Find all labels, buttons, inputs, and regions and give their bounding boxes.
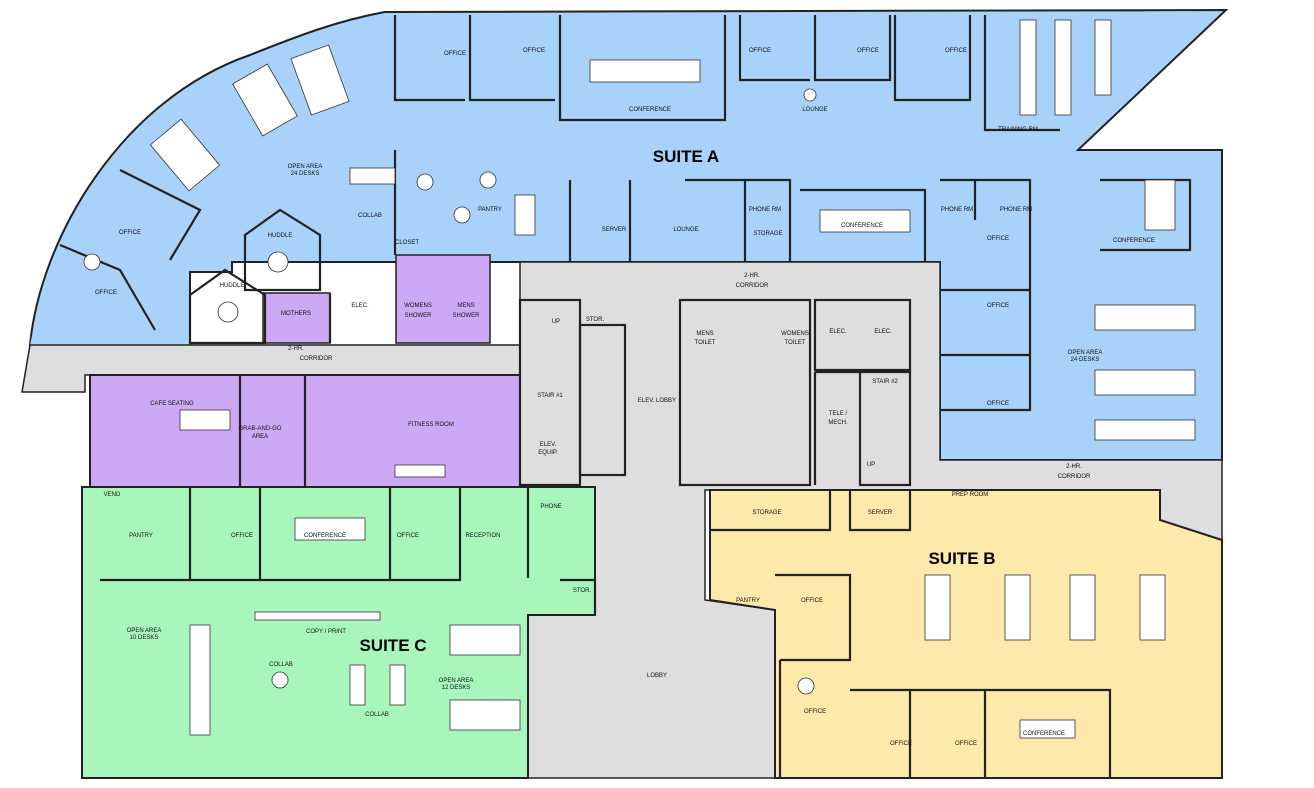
conference-label: CONFERENCE xyxy=(304,533,346,539)
elec-label: ELEC. xyxy=(829,329,847,335)
pantry-label: PANTRY xyxy=(736,598,760,604)
mens-shower-label: SHOWER xyxy=(453,313,481,319)
office-label: OFFICE xyxy=(890,741,912,747)
office-label: OFFICE xyxy=(987,401,1009,407)
elec-label: ELEC. xyxy=(874,329,892,335)
office-label: OFFICE xyxy=(231,533,253,539)
office-label: OFFICE xyxy=(444,51,466,57)
elev-lobby-label: ELEV. LOBBY xyxy=(638,398,676,404)
open-area-desks-label: 12 DESKS xyxy=(442,685,471,691)
storage-label: STORAGE xyxy=(752,510,781,516)
stair-2-label: STAIR #2 xyxy=(872,379,898,385)
closet-label: CLOSET xyxy=(395,240,419,246)
stor-label: STOR. xyxy=(573,588,592,594)
stor-label: STOR. xyxy=(586,317,605,323)
vend-label: VEND xyxy=(104,492,121,498)
mens-shower-label: MENS xyxy=(457,303,474,309)
reception-label: RECEPTION xyxy=(465,533,500,539)
lounge-label: LOUNGE xyxy=(673,227,698,233)
room-labels: OFFICE OFFICE CONFERENCE OFFICE OFFICE O… xyxy=(95,48,1155,747)
office-label: OFFICE xyxy=(804,709,826,715)
lounge-label: LOUNGE xyxy=(802,107,827,113)
suite-b-area[interactable] xyxy=(709,489,1223,779)
office-label: OFFICE xyxy=(945,48,967,54)
collab-label: COLLAB xyxy=(269,662,293,668)
phone-label: PHONE xyxy=(540,504,561,510)
mens-toilet-label: MENS xyxy=(696,331,713,337)
elev-equip-label: EQUIP. xyxy=(538,450,558,456)
grab-and-go-label: AREA xyxy=(252,434,268,440)
cafe-seating-label: CAFE SEATING xyxy=(150,401,194,407)
huddle-label: HUDDLE xyxy=(220,283,245,289)
fitness-room-label: FITNESS ROOM xyxy=(408,422,454,428)
womens-shower-label: WOMENS xyxy=(404,303,432,309)
suite-c-label: SUITE C xyxy=(359,636,426,655)
up-label: UP xyxy=(552,319,560,325)
womens-toilet-label: WOMENS xyxy=(781,331,809,337)
suite-a-area[interactable] xyxy=(28,8,1229,461)
training-room-label: TRAINING RM xyxy=(998,127,1038,133)
conference-label: CONFERENCE xyxy=(841,223,883,229)
open-area-label: OPEN AREA xyxy=(288,164,323,170)
office-label: OFFICE xyxy=(955,741,977,747)
grab-and-go-label: GRAB-AND-GO xyxy=(238,426,281,432)
corridor-label: CORRIDOR xyxy=(1058,474,1091,480)
conference-label: CONFERENCE xyxy=(1113,238,1155,244)
suite-a-label: SUITE A xyxy=(653,147,719,166)
office-label: OFFICE xyxy=(857,48,879,54)
furniture xyxy=(83,19,1196,739)
huddle-label: HUDDLE xyxy=(268,233,293,239)
mothers-label: MOTHERS xyxy=(281,311,311,317)
womens-shower-label: SHOWER xyxy=(405,313,433,319)
office-label: OFFICE xyxy=(397,533,419,539)
storage-label: STORAGE xyxy=(753,231,782,237)
office-label: OFFICE xyxy=(95,290,117,296)
collab-label: COLLAB xyxy=(358,213,382,219)
stair-1-label: STAIR #1 xyxy=(537,393,563,399)
tele-mech-label: TELE / xyxy=(829,411,848,417)
pantry-label: PANTRY xyxy=(478,207,502,213)
conference-label: CONFERENCE xyxy=(1023,731,1065,737)
copy-print-label: COPY / PRINT xyxy=(306,629,346,635)
elec-label: ELEC. xyxy=(351,303,369,309)
open-area-desks-label: 24 DESKS xyxy=(291,171,320,177)
phone-room-label: PHONE RM xyxy=(1000,207,1032,213)
shower-rooms[interactable] xyxy=(395,254,491,344)
zone-fills xyxy=(21,8,1229,779)
corridor-label: 2-HR. xyxy=(744,273,760,279)
tele-mech-label: MECH. xyxy=(828,420,848,426)
office-label: OFFICE xyxy=(801,598,823,604)
open-area-label: OPEN AREA xyxy=(439,678,474,684)
office-label: OFFICE xyxy=(987,303,1009,309)
office-label: OFFICE xyxy=(987,236,1009,242)
office-label: OFFICE xyxy=(119,230,141,236)
corridor-label: CORRIDOR xyxy=(300,356,333,362)
server-label: SERVER xyxy=(868,510,893,516)
open-area-desks-label: 24 DESKS xyxy=(1071,357,1100,363)
open-area-desks-label: 10 DESKS xyxy=(130,635,159,641)
collab-label: COLLAB xyxy=(365,712,389,718)
pantry-label: PANTRY xyxy=(129,533,153,539)
conference-label: CONFERENCE xyxy=(629,107,671,113)
prep-room-label: PREP ROOM xyxy=(952,492,989,498)
open-area-label: OPEN AREA xyxy=(127,628,162,634)
mens-toilet-label: TOILET xyxy=(695,340,716,346)
mothers-room[interactable] xyxy=(262,292,331,344)
office-label: OFFICE xyxy=(523,48,545,54)
suite-b-label: SUITE B xyxy=(928,549,995,568)
server-label: SERVER xyxy=(602,227,627,233)
elev-equip-label: ELEV. xyxy=(540,442,557,448)
corridor-label: 2-HR. xyxy=(288,346,304,352)
office-label: OFFICE xyxy=(749,48,771,54)
corridor-label: CORRIDOR xyxy=(736,283,769,289)
corridor-label: 2-HR. xyxy=(1066,464,1082,470)
lobby-label: LOBBY xyxy=(647,673,667,679)
phone-room-label: PHONE RM xyxy=(941,207,973,213)
phone-room-label: PHONE RM xyxy=(749,207,781,213)
up-label: UP xyxy=(867,462,875,468)
open-area-label: OPEN AREA xyxy=(1068,350,1103,356)
womens-toilet-label: TOILET xyxy=(785,340,806,346)
